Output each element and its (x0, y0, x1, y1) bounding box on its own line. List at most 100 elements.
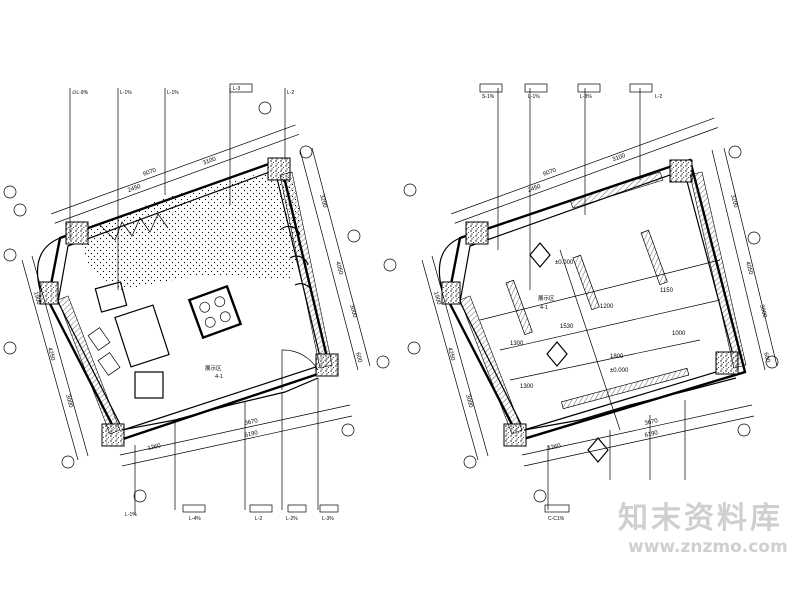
left-grid-marker (133, 489, 147, 503)
right-dim-bottom: 1260 3670 6190 (521, 404, 755, 467)
left-dim-left-value: 1900 (32, 291, 41, 306)
right-callout-box (629, 83, 653, 93)
left-dim-bottom-value: 1260 (147, 443, 162, 452)
right-dim-left-value: 1900 (432, 291, 441, 306)
right-bottom-wall (523, 377, 737, 431)
left-callout-label: L-2 (287, 90, 294, 96)
right-dim-bottom-value: 3670 (644, 418, 659, 427)
right-diamond-symbol (546, 341, 568, 367)
right-dim-bottom-value: 6190 (644, 430, 659, 439)
left-dim-right-value: 600 (354, 352, 363, 364)
right-diamond-symbol (529, 242, 551, 268)
right-room-label: 展示区 (538, 295, 555, 302)
left-dim-left-value: 4250 (46, 347, 55, 362)
left-armchair (94, 281, 128, 313)
right-internal-dim: 1200 (600, 304, 614, 310)
right-dim-left: 1900 4250 3000 (421, 255, 489, 461)
left-grid-marker (258, 101, 272, 115)
right-internal-dim: 1800 (610, 354, 624, 360)
left-display-table (187, 284, 243, 340)
right-grid-marker (533, 489, 547, 503)
left-alcove (294, 283, 313, 293)
right-grid-marker (407, 341, 421, 355)
left-grid-markers (3, 101, 390, 503)
left-bottom-wall (121, 377, 319, 431)
right-callout-label: S-1% (482, 94, 495, 100)
left-dim-right-value: 4050 (334, 261, 343, 276)
right-grid-marker (728, 145, 742, 159)
left-grid-marker (61, 455, 75, 469)
left-curved-corner (36, 237, 61, 291)
right-dim-right-value: 600 (762, 352, 771, 364)
left-callout-box (319, 504, 339, 513)
left-dim-left: 1900 4250 3000 (21, 255, 89, 461)
right-callout-box (524, 83, 548, 93)
right-level-mark: ±0.000 (555, 260, 574, 266)
left-door-swing (281, 349, 319, 390)
left-carpet-area (78, 170, 300, 290)
watermark-url: www.znzmo.com (628, 537, 788, 557)
left-grid-marker (341, 423, 355, 437)
left-armchair (134, 371, 164, 399)
left-top-callouts: ∅L-9% L-1% L-1% L-3 L-2 (69, 83, 294, 290)
right-dim-top: 6070 3100 2450 (451, 117, 718, 224)
right-grid-markers (383, 145, 779, 503)
right-dim-bottom-value: 1260 (547, 443, 562, 452)
right-internal-dim: 1300 (520, 384, 534, 390)
left-column (39, 281, 59, 305)
left-stair (99, 213, 169, 241)
right-light-strip (505, 279, 533, 336)
right-dim-top-value: 3100 (612, 153, 627, 163)
right-dim-right: 3200 4050 3000 600 (711, 147, 778, 371)
right-wall-hatch (459, 295, 523, 435)
left-callout-label: L-1% (125, 512, 137, 518)
right-grid-marker (765, 355, 779, 369)
right-floor-plan: 1300 1530 1200 1150 1800 1000 1300 ±0.00… (383, 83, 779, 522)
left-callout-label: L-2 (255, 516, 262, 522)
right-light-strip (561, 367, 690, 410)
right-dim-top-value: 6070 (542, 167, 557, 177)
left-callout-label: ∅L-9% (72, 90, 89, 96)
left-callout-label: L-3 (233, 86, 240, 92)
right-internal-dim: 1530 (560, 324, 574, 330)
left-callout-label: L-1% (167, 90, 179, 96)
right-light-strip (640, 229, 668, 286)
left-callout-label: L-4% (189, 516, 201, 522)
right-room-sub: 4-1 (540, 305, 548, 311)
left-callout-label: L-3% (322, 516, 334, 522)
right-grid-marker (747, 231, 761, 245)
left-grid-marker (3, 341, 17, 355)
right-dim-right-value: 4050 (744, 261, 753, 276)
left-side-chair (97, 352, 121, 376)
left-room-label: 展示区 (205, 365, 222, 372)
right-grid-marker (463, 455, 477, 469)
left-grid-marker (299, 145, 313, 159)
right-dim-right-value: 3000 (758, 304, 767, 319)
left-grid-marker (347, 229, 361, 243)
right-column (669, 159, 693, 183)
left-dim-left-value: 3000 (64, 394, 73, 409)
left-inner-wall (57, 169, 323, 431)
left-grid-marker (376, 355, 390, 369)
left-dim-bottom: 1260 3670 6190 (119, 404, 353, 467)
right-bottom-callouts: C-C1% (544, 400, 686, 522)
right-callout-box (479, 83, 503, 93)
left-callout-label: L-2% (286, 516, 298, 522)
right-level-mark: ±0.000 (610, 368, 629, 374)
left-wall-hatch (57, 295, 121, 435)
left-floor-plan: 展示区 4-1 6070 3100 2450 ∅L-9% L-1% L-1% L… (3, 83, 390, 522)
left-dim-right-value: 3200 (318, 194, 327, 209)
left-grid-marker (3, 185, 17, 199)
left-callout-label: L-1% (120, 90, 132, 96)
left-alcove (279, 225, 301, 236)
left-wall-hatch (279, 171, 333, 369)
right-callout-box (577, 83, 601, 93)
left-callout-box (287, 504, 307, 513)
right-grid-marker (383, 258, 397, 272)
left-dim-right-value: 3000 (348, 304, 357, 319)
right-callout-label: L-3% (580, 94, 592, 100)
left-dim-bottom-value: 3670 (244, 418, 259, 427)
right-column (465, 221, 489, 245)
right-callout-label: C-C1% (548, 516, 565, 522)
